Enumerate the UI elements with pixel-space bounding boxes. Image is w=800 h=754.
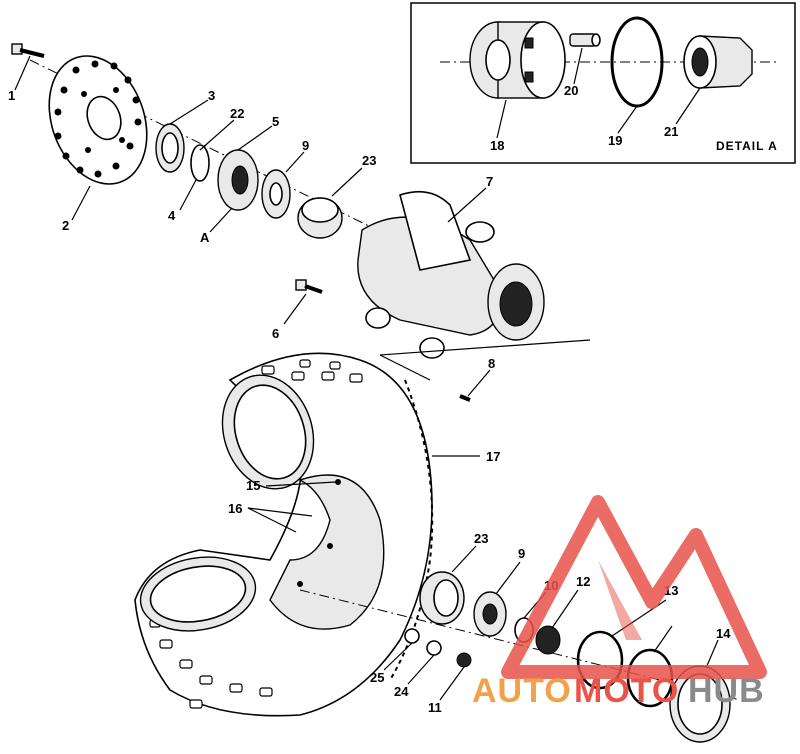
part-14-cap (669, 665, 731, 743)
callout-23-top: 23 (362, 153, 376, 168)
callout-11: 11 (428, 700, 442, 715)
part-5-hub-gear (217, 149, 259, 211)
part-12-nut (535, 625, 561, 655)
callout-a: A (200, 230, 210, 245)
callout-20: 20 (564, 83, 578, 98)
callout-2: 2 (62, 218, 69, 233)
callout-23-lower: 23 (474, 531, 488, 546)
part-21-cap (683, 35, 753, 89)
callout-14: 14 (716, 626, 731, 641)
part-13-o-ring-a (576, 630, 624, 690)
callout-8: 8 (488, 356, 495, 371)
callout-1: 1 (8, 88, 15, 103)
callout-19: 19 (608, 133, 622, 148)
callout-18: 18 (490, 138, 504, 153)
callout-22: 22 (230, 106, 244, 121)
callout-21: 21 (664, 124, 678, 139)
part-9-bearing (261, 169, 291, 219)
callout-4: 4 (168, 208, 176, 223)
part-18-lock-body (469, 21, 566, 99)
part-8-stud (459, 394, 471, 402)
callout-7: 7 (486, 174, 493, 189)
part-3-seal (155, 123, 185, 173)
part-16-rim (139, 474, 385, 632)
callout-9-top: 9 (302, 138, 309, 153)
part-24-washer (426, 640, 442, 656)
callout-5: 5 (272, 114, 279, 129)
part-2-brake-disc (48, 55, 148, 185)
svg-text:AUTO: AUTO (472, 672, 572, 710)
part-17-tire (134, 352, 434, 717)
callout-24: 24 (394, 684, 409, 699)
callout-16: 16 (228, 501, 242, 516)
part-11-nut (456, 652, 472, 668)
part-23-race-lower (419, 571, 465, 625)
callout-17: 17 (486, 449, 500, 464)
callout-15: 15 (246, 478, 260, 493)
part-6-stud (295, 279, 323, 294)
svg-text:HUB: HUB (688, 672, 765, 710)
part-25-washer (404, 628, 420, 644)
watermark-text: AUTO MOTO HUB (472, 672, 765, 710)
part-7-hub (357, 190, 545, 359)
watermark-logo (501, 495, 767, 679)
callout-25: 25 (370, 670, 384, 685)
part-1-bolt (11, 43, 45, 58)
part-9-bearing-lower (473, 591, 507, 637)
part-4-washer (190, 144, 210, 182)
detail-a-label: DETAIL A (716, 139, 778, 153)
callout-12: 12 (576, 574, 590, 589)
callout-3: 3 (208, 88, 215, 103)
callout-6: 6 (272, 326, 279, 341)
svg-text:MOTO: MOTO (574, 672, 679, 710)
callout-9-lower: 9 (518, 546, 525, 561)
part-23-race (297, 197, 343, 239)
part-20-pin (569, 33, 601, 47)
detail-a-inset: 18 20 19 21 DETAIL A (410, 2, 796, 164)
